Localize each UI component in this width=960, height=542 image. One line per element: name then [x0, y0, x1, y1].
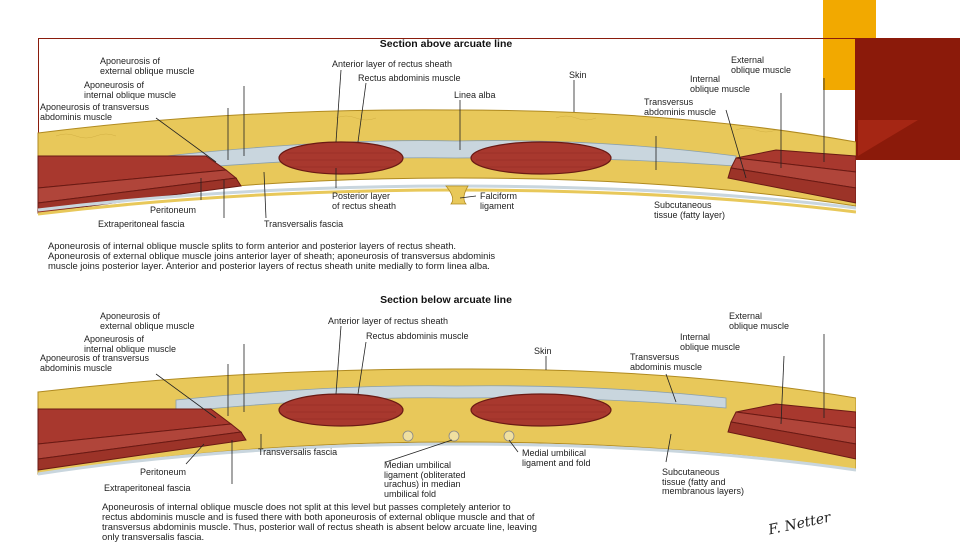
label-skin: Skin	[534, 346, 552, 356]
label-extraperitoneal-fascia: Extraperitoneal fascia	[98, 219, 185, 229]
top-caption: Aponeurosis of internal oblique muscle s…	[48, 240, 496, 271]
label-peritoneum: Peritoneum	[140, 467, 187, 477]
label-rectus-abdominis: Rectus abdominis muscle	[366, 331, 469, 341]
bottom-caption: Aponeurosis of internal oblique muscle d…	[102, 501, 537, 542]
label-transversalis-fascia: Transversalis fascia	[264, 219, 344, 229]
label-linea-alba: Linea alba	[454, 90, 496, 100]
decorative-red-triangle	[858, 120, 918, 156]
section-above-arcuate-panel: Section above arcuate line	[36, 38, 856, 288]
section-below-arcuate-panel: Section below arcuate line	[36, 294, 856, 542]
label-extraperitoneal-fascia: Extraperitoneal fascia	[104, 483, 191, 493]
label-rectus-abdominis: Rectus abdominis muscle	[358, 73, 461, 83]
top-cross-section-illustration	[37, 69, 856, 219]
label-anterior-layer-rectus-sheath: Anterior layer of rectus sheath	[328, 316, 449, 326]
label-transversalis-fascia: Transversalis fascia	[258, 447, 338, 457]
top-section-title: Section above arcuate line	[379, 38, 513, 50]
label-skin: Skin	[569, 70, 587, 80]
bottom-cross-section-illustration	[37, 325, 856, 484]
label-peritoneum: Peritoneum	[150, 205, 197, 215]
slide-frame-border	[38, 38, 859, 149]
bottom-section-title: Section below arcuate line	[380, 294, 512, 306]
label-anterior-layer-rectus-sheath: Anterior layer of rectus sheath	[332, 59, 453, 69]
